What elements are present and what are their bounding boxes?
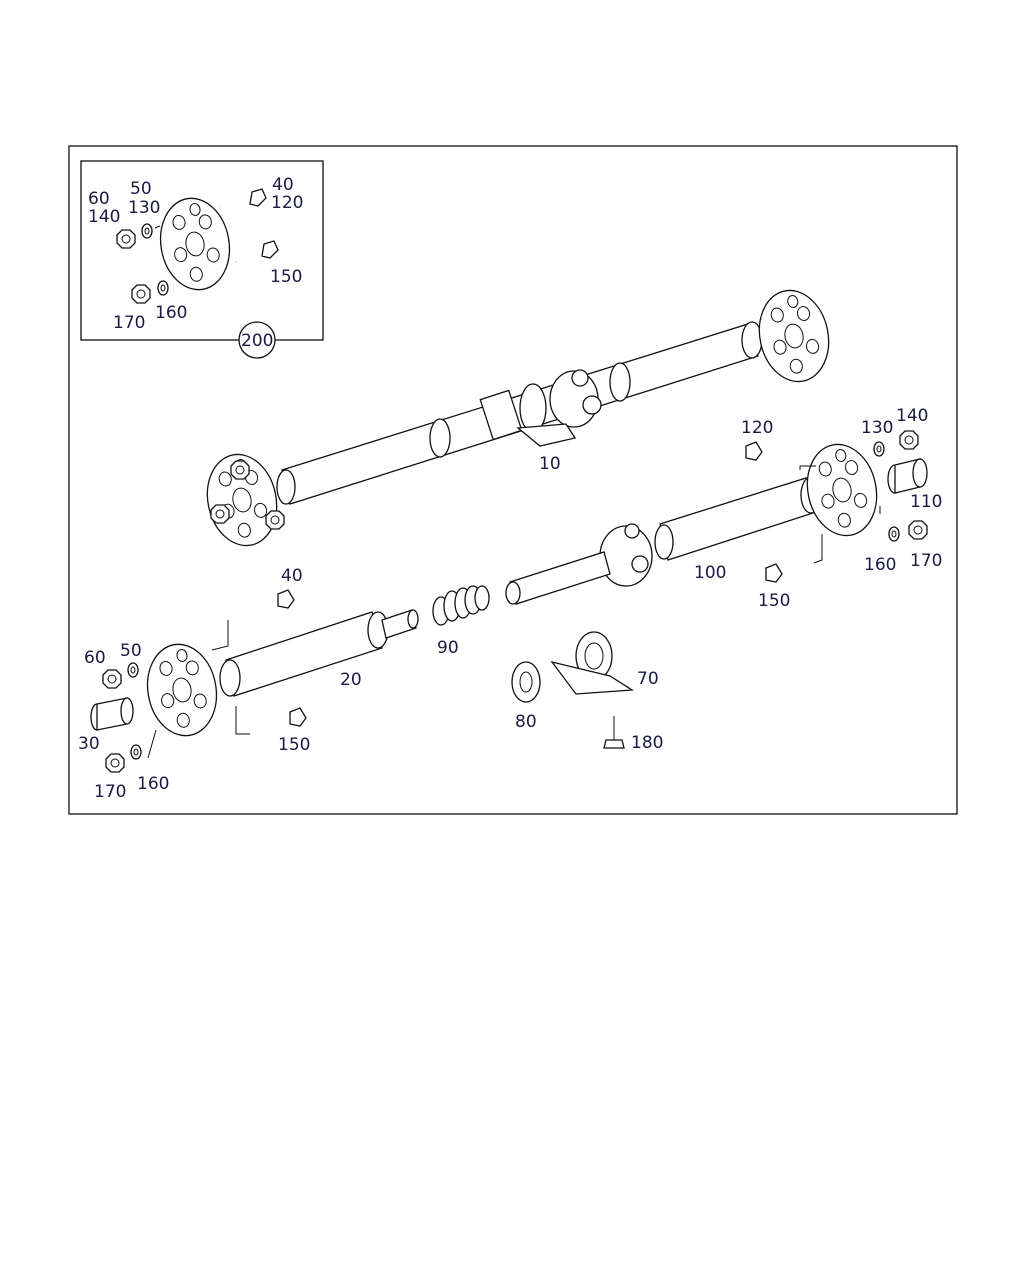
callout-50-inset: 50: [130, 179, 152, 199]
diagram-frame: [68, 145, 958, 815]
callout-circle-200: [238, 321, 276, 359]
callout-160-left: 160: [137, 774, 169, 794]
callout-130-inset: 130: [128, 198, 160, 218]
callout-150-inset: 150: [270, 267, 302, 287]
callout-70: 70: [637, 669, 659, 689]
callout-30: 30: [78, 734, 100, 754]
callout-60: 60: [84, 648, 106, 668]
callout-120-inset: 120: [271, 193, 303, 213]
boot-90: [432, 585, 490, 626]
callout-120: 120: [741, 418, 773, 438]
callout-80: 80: [515, 712, 537, 732]
inset-box: [80, 160, 324, 359]
lower-left-propshaft: [90, 585, 635, 773]
callout-170-right: 170: [910, 551, 942, 571]
callout-180: 180: [631, 733, 663, 753]
callout-40: 40: [281, 566, 303, 586]
callout-20: 20: [340, 670, 362, 690]
callout-130: 130: [861, 418, 893, 438]
callout-10: 10: [539, 454, 561, 474]
callout-110: 110: [910, 492, 942, 512]
callout-150-right: 150: [758, 591, 790, 611]
upper-propshaft: [198, 283, 838, 553]
callout-140-inset: 140: [88, 207, 120, 227]
lower-right-propshaft: [505, 430, 928, 605]
callout-160-right: 160: [864, 555, 896, 575]
callout-170-inset: 170: [113, 313, 145, 333]
callout-200: 200: [241, 331, 273, 351]
callout-160-inset: 160: [155, 303, 187, 323]
leader-lines: [154, 225, 161, 229]
callout-90: 90: [437, 638, 459, 658]
callout-40-inset: 40: [272, 175, 294, 195]
callout-labels: 60 140 50 130 40 120 150 160 170 200 10 …: [78, 175, 942, 802]
callout-140: 140: [896, 406, 928, 426]
callout-170-left: 170: [94, 782, 126, 802]
callout-150-left: 150: [278, 735, 310, 755]
callout-100: 100: [694, 563, 726, 583]
callout-60-inset: 60: [88, 189, 110, 209]
callout-50: 50: [120, 641, 142, 661]
